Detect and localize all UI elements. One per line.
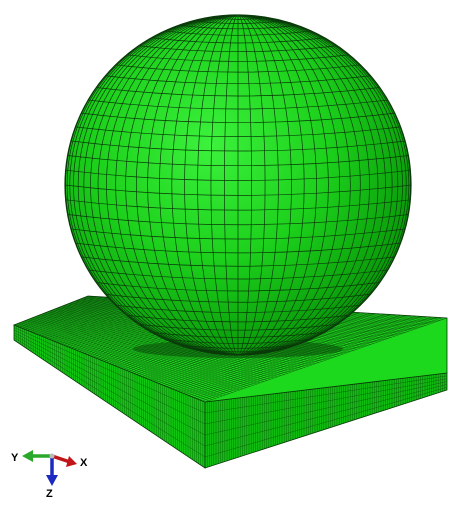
y-axis-label: Y [11, 452, 19, 464]
x-axis-arrowhead [66, 456, 77, 467]
sphere-mesh [64, 14, 412, 356]
triad-origin [49, 453, 55, 459]
axis-triad [22, 450, 77, 486]
y-axis-arrowhead [22, 450, 33, 462]
z-axis-label: Z [46, 488, 53, 500]
z-axis-arrowhead [46, 475, 58, 486]
x-axis-label: X [80, 457, 88, 469]
x-axis-arrow [51, 454, 71, 464]
